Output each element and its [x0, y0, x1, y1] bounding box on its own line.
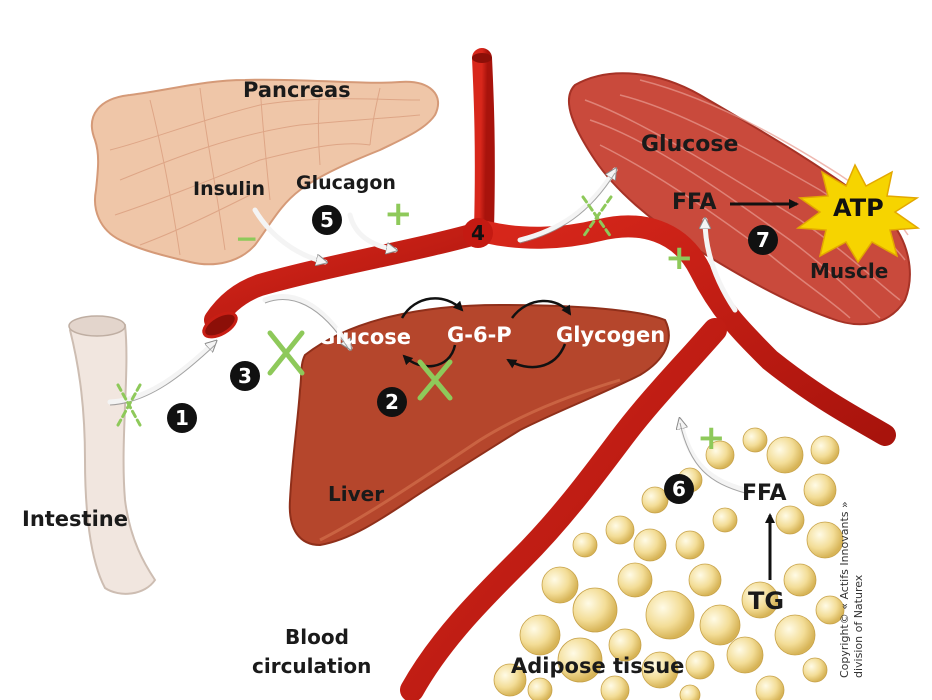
muscle-plus-sign: + — [665, 241, 694, 275]
liver-label: Liver — [328, 484, 384, 504]
blood-circulation-label-line1: Blood — [285, 627, 349, 647]
intestine-organ — [70, 318, 155, 594]
blood-circulation-label-line2: circulation — [252, 656, 371, 676]
vessel-top-end — [472, 53, 492, 63]
muscle-ffa-label: FFA — [672, 192, 717, 214]
copyright-line-1: Copyright© « Actifs Innovants » — [838, 501, 852, 678]
insulin-label: Insulin — [193, 180, 265, 199]
g6p-label: G-6-P — [447, 325, 512, 346]
step-7-marker: 7 — [748, 225, 778, 255]
glucagon-label: Glucagon — [296, 174, 396, 193]
adipose-ffa-label: FFA — [742, 483, 787, 505]
pancreas-label: Pancreas — [243, 80, 351, 101]
copyright-notice: Copyright© « Actifs Innovants » division… — [838, 501, 866, 678]
copyright-line-2: division of Naturex — [852, 501, 866, 678]
step-2-marker: 2 — [377, 387, 407, 417]
step-3-marker: 3 — [230, 361, 260, 391]
tg-label: TG — [748, 589, 784, 613]
adipose-tissue-label: Adipose tissue — [511, 656, 684, 677]
glucagon-plus-sign: + — [384, 197, 413, 231]
step-5-marker: 5 — [312, 205, 342, 235]
step-6-marker: 6 — [664, 474, 694, 504]
adipose-plus-sign: + — [697, 421, 726, 455]
liver-glucose-label: Glucose — [318, 327, 411, 348]
insulin-minus-sign: − — [235, 225, 258, 253]
atp-label: ATP — [833, 196, 884, 220]
intestine-opening — [69, 316, 125, 336]
glycogen-label: Glycogen — [556, 325, 665, 346]
step-4-marker: 4 — [463, 218, 493, 248]
muscle-label: Muscle — [810, 261, 888, 281]
intestine-label: Intestine — [22, 509, 128, 530]
muscle-glucose-label: Glucose — [641, 134, 738, 156]
step-1-marker: 1 — [167, 403, 197, 433]
